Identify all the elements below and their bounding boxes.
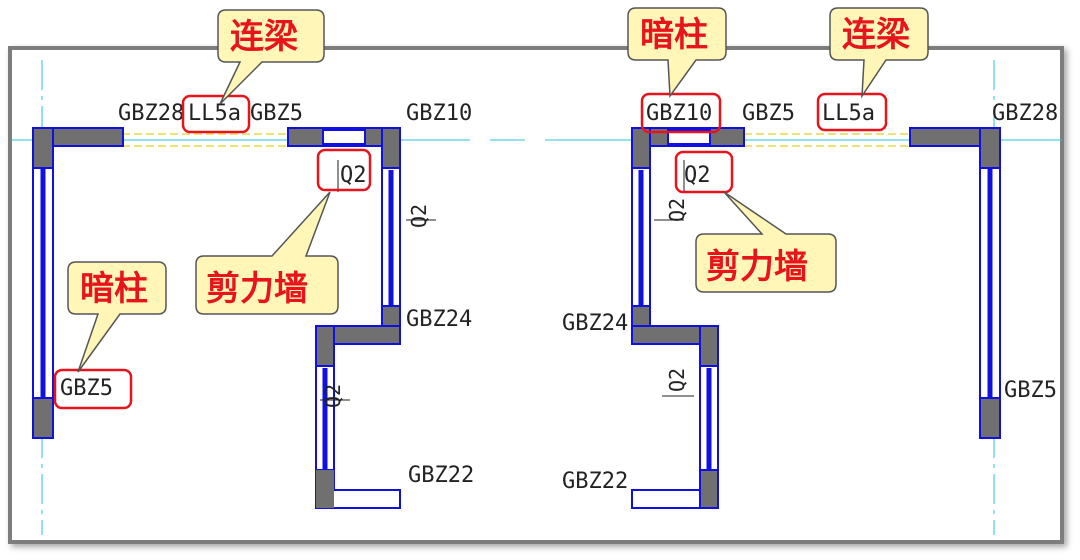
highlight-right-q2 (674, 150, 734, 194)
right-label-gbz5-top: GBZ5 (742, 101, 795, 126)
right-label-q2-left: Q2 (665, 198, 689, 222)
callout-right-jianliqiang-text: 剪力墙 (706, 247, 808, 287)
right-label-gbz10: GBZ10 (646, 101, 712, 126)
callout-left-lianliang-text: 连梁 (230, 17, 298, 57)
callouts: 连梁 暗柱 剪力墙 暗柱 连梁 剪力墙 (67, 7, 929, 373)
callout-right-jianliqiang: 剪力墙 (695, 191, 837, 293)
callout-left-anzhu: 暗柱 (67, 261, 167, 373)
right-gbz5-column (979, 397, 1001, 439)
callout-right-lianliang: 连梁 (829, 7, 929, 99)
left-gbz24-down (315, 325, 335, 369)
highlight-left-gbz5 (53, 368, 133, 410)
left-gbz22-column (316, 470, 334, 508)
highlight-right-gbz10 (640, 92, 722, 134)
left-gbz10-opening (322, 129, 366, 145)
right-gbz10-opening (667, 129, 711, 145)
callout-left-jianliqiang: 剪力墙 (195, 191, 339, 315)
left-label-gbz10: GBZ10 (406, 101, 472, 126)
right-label-gbz24: GBZ24 (562, 311, 628, 336)
highlight-left-q2 (316, 148, 372, 192)
right-label-ll5a: LL5a (822, 101, 875, 126)
right-label-gbz28: GBZ28 (992, 101, 1058, 126)
left-label-q2-right: Q2 (407, 204, 431, 228)
highlight-boxes (53, 92, 888, 410)
callout-right-lianliang-text: 连梁 (842, 15, 910, 55)
callout-right-anzhu-text: 暗柱 (640, 15, 708, 55)
callout-right-anzhu: 暗柱 (627, 7, 727, 99)
left-gbz28-column-leg (32, 127, 54, 169)
right-gbz10-leg (631, 127, 651, 171)
callout-left-jianliqiang-text: 剪力墙 (206, 269, 308, 309)
left-label-gbz5-top: GBZ5 (250, 101, 303, 126)
left-label-gbz28: GBZ28 (118, 101, 184, 126)
right-label-q2-lower: Q2 (665, 368, 689, 392)
left-gbz5-bottom-column (32, 397, 54, 439)
left-label-ll5a: LL5a (188, 101, 241, 126)
right-plan: GBZ10 GBZ5 LL5a GBZ28 Q2 Q2 GBZ24 Q2 GBZ… (562, 101, 1058, 509)
right-label-gbz5: GBZ5 (1004, 378, 1057, 403)
left-label-q2-top: Q2 (340, 163, 367, 188)
right-label-q2-top: Q2 (684, 163, 711, 188)
left-plan: GBZ28 LL5a GBZ5 GBZ10 Q2 Q2 GBZ24 Q2 GBZ… (32, 101, 474, 509)
right-gbz24-down (699, 325, 719, 369)
callout-left-lianliang: 连梁 (217, 9, 325, 105)
axis-lines (12, 60, 1062, 535)
right-label-gbz22: GBZ22 (562, 469, 628, 494)
left-label-q2-lower: Q2 (321, 384, 345, 408)
right-gbz28-leg (979, 127, 1001, 169)
left-label-gbz22: GBZ22 (408, 463, 474, 488)
right-gbz22-column (699, 469, 719, 509)
left-gbz10-leg (381, 127, 401, 171)
highlight-left-ll5a (181, 94, 251, 134)
left-label-gbz24: GBZ24 (406, 307, 472, 332)
left-label-gbz5-bottom: GBZ5 (60, 376, 113, 401)
callout-left-anzhu-text: 暗柱 (80, 269, 148, 309)
highlight-right-ll5a (816, 92, 888, 132)
